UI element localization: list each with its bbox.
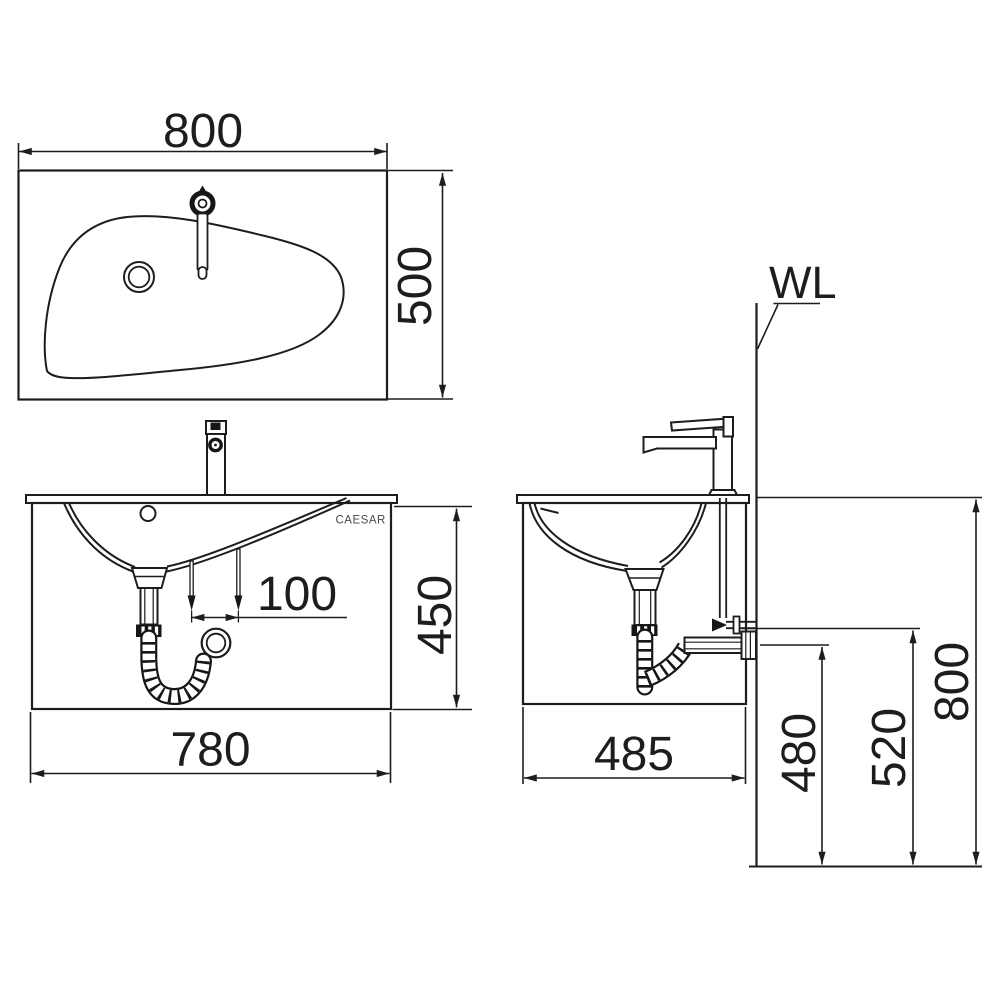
dim-label-side-depth: 485 — [594, 728, 674, 781]
dim-label-top-width: 800 — [163, 105, 243, 158]
dim-bolt-spacing: 100 — [191, 568, 347, 622]
faucet-spout-side — [642, 436, 717, 454]
dim-top-depth: 500 — [388, 169, 453, 400]
dim-label-bolt-spacing: 100 — [257, 568, 337, 621]
dim-drain-outlet-height: 480 — [760, 644, 829, 865]
drain-hole-plan — [123, 261, 155, 293]
dim-front-width: 780 — [29, 712, 392, 783]
faucet-front — [205, 420, 227, 498]
overflow-mark-side — [540, 507, 559, 514]
supply-pipe-side — [712, 498, 756, 635]
wall-line-label: WL — [769, 257, 837, 308]
bowl-curve-front — [63, 497, 351, 573]
faucet-side — [642, 416, 741, 499]
bowl-curve-side — [528, 502, 707, 572]
dim-top-width: 800 — [17, 105, 388, 169]
waste-pipe-to-wall — [683, 636, 743, 654]
dim-label-drain-outlet-height: 480 — [773, 713, 826, 793]
wall-outlet-fitting — [740, 630, 757, 660]
wall-and-heights: WL 480 520 800 — [742, 257, 982, 868]
brand-logo: CAESAR — [336, 515, 386, 527]
dim-supply-height: 520 — [742, 627, 920, 865]
faucet-lever-plan — [196, 212, 209, 272]
countertop-side — [516, 494, 750, 504]
top-view: 800 500 — [17, 105, 453, 401]
overflow-hole-front — [139, 505, 157, 522]
dim-label-front-width: 780 — [170, 724, 250, 777]
basin-outline — [43, 215, 345, 380]
cabinet-front — [30, 501, 393, 711]
faucet-plan — [189, 185, 216, 280]
flexible-hose-front — [140, 627, 232, 705]
mounting-bolts — [187, 548, 243, 623]
dim-label-front-height: 450 — [409, 575, 462, 655]
side-view: 485 — [516, 416, 757, 784]
drain-front — [130, 567, 232, 705]
drain-side — [624, 568, 757, 696]
dim-label-counter-height: 800 — [926, 642, 979, 722]
wall-line-callout: WL — [756, 257, 837, 350]
dim-counter-height: 800 — [757, 496, 982, 865]
dim-side-depth: 485 — [522, 707, 747, 784]
dim-label-supply-height: 520 — [863, 708, 916, 788]
angle-valve-icon — [712, 618, 727, 632]
dim-front-height: 450 — [392, 505, 472, 711]
countertop-front — [25, 494, 398, 504]
front-view: CAESAR — [25, 420, 472, 783]
dim-label-top-depth: 500 — [389, 246, 442, 326]
